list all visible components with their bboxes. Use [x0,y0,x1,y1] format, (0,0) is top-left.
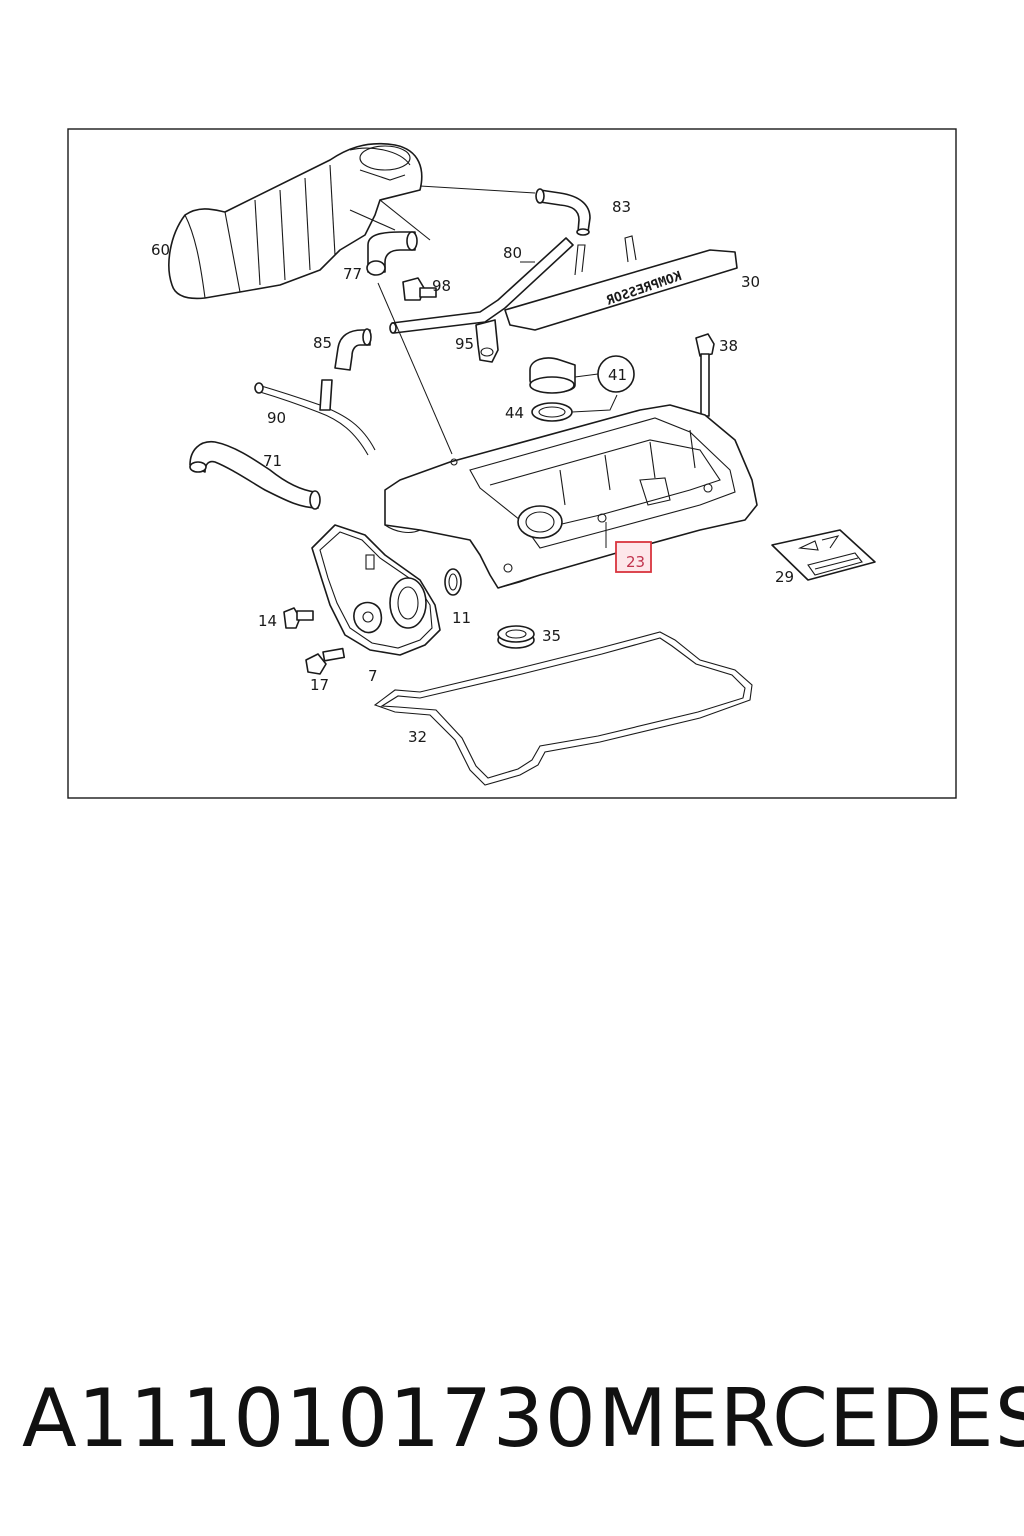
part-85-elbow [334,328,372,371]
label-14: 14 [258,612,277,630]
part-41-oil-cap [529,355,635,394]
label-38: 38 [719,337,738,355]
part-77-elbow [366,231,418,276]
label-35: 35 [542,627,561,645]
label-29: 29 [775,568,794,586]
label-71: 71 [263,452,282,470]
label-32: 32 [408,728,427,746]
label-85: 85 [313,334,332,352]
label-98: 98 [432,277,451,295]
label-95: 95 [455,335,474,353]
part-90-hose [254,379,376,456]
part-32-cover-gasket [373,631,753,786]
label-44: 44 [505,404,524,422]
label-90: 90 [267,409,286,427]
part-17-bolt [305,647,346,675]
label-83: 83 [612,198,631,216]
label-17: 17 [310,676,329,694]
part-83-hose [419,185,591,236]
part-23-cylinder-head-cover [377,282,758,589]
part-11-o-ring [444,568,462,596]
part-23-highlight-box [615,541,652,573]
caption: A1110101730 MERCEDES [0,1372,1024,1472]
label-23: 23 [626,553,645,571]
brand-name: MERCEDES [598,1372,1024,1465]
part-98-bolt [402,277,437,301]
part-29-label-sticker [771,529,876,581]
label-11: 11 [452,609,471,627]
label-41: 41 [608,366,627,384]
part-60-intake-resonator [168,142,431,300]
label-7: 7 [368,667,378,685]
part-44-seal-ring [531,394,618,422]
label-30: 30 [741,273,760,291]
label-60: 60 [151,241,170,259]
part-14-bolt [283,607,314,629]
part-71-hose [189,440,321,510]
part-80-tube [389,237,574,334]
part-number: A1110101730 [22,1372,597,1465]
label-80: 80 [503,244,522,262]
part-35-seal [497,625,535,649]
label-77: 77 [343,265,362,283]
part-7-front-cover [311,524,441,656]
part-95-clip [475,319,499,363]
